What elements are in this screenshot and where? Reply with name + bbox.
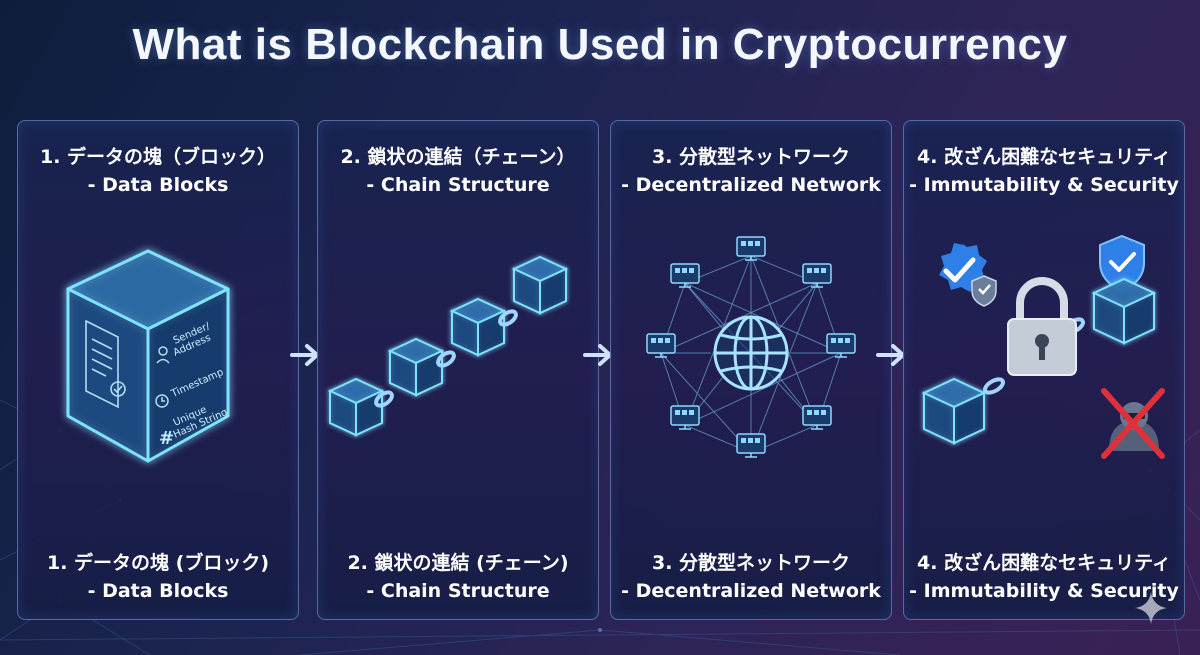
panel-caption: 1. データの塊 (ブロック) - Data Blocks (18, 549, 298, 605)
caption-english: - Decentralized Network (621, 580, 881, 602)
caption-english: - Immutability & Security (909, 580, 1179, 602)
panel-decentralized-network: 3. 分散型ネットワーク - Decentralized Network (610, 120, 892, 620)
panel-heading: 1. データの塊（ブロック） - Data Blocks (18, 143, 298, 199)
globe-icon (713, 315, 789, 391)
clock-icon (155, 394, 169, 408)
page-title: What is Blockchain Used in Cryptocurrenc… (132, 20, 1068, 69)
caption-english: - Chain Structure (366, 580, 550, 602)
chain-link-icon (374, 309, 518, 408)
chain-of-blocks (329, 256, 567, 436)
blocked-hacker-icon (1101, 388, 1165, 459)
panel-heading: 4. 改ざん困難なセキュリティ - Immutability & Securit… (904, 143, 1184, 199)
heading-japanese: 2. 鎖状の連結（チェーン） (340, 146, 576, 168)
hash-icon: # (159, 428, 174, 449)
heading-japanese: 4. 改ざん困難なセキュリティ (917, 146, 1171, 168)
heading-english: - Chain Structure (366, 174, 550, 196)
panel-caption: 2. 鎖状の連結 (チェーン) - Chain Structure (318, 549, 598, 605)
caption-english: - Data Blocks (87, 580, 229, 602)
security-illustration (923, 234, 1165, 459)
heading-japanese: 1. データの塊（ブロック） (39, 146, 277, 168)
padlock-icon (1007, 277, 1077, 376)
panel-chain-structure: 2. 鎖状の連結（チェーン） - Chain Structure 2. 鎖 (317, 120, 599, 620)
document-icon (85, 319, 126, 409)
panel-immutability-security: 4. 改ざん困難なセキュリティ - Immutability & Securit… (903, 120, 1185, 620)
network-diagram (646, 236, 856, 458)
sparkle-icon (1135, 592, 1167, 624)
caption-japanese: 3. 分散型ネットワーク (651, 552, 851, 574)
panel-heading: 3. 分散型ネットワーク - Decentralized Network (611, 143, 891, 199)
panel-data-blocks: 1. データの塊（ブロック） - Data Blocks (17, 120, 299, 620)
heading-english: - Data Blocks (87, 174, 229, 196)
verified-badge-icon (939, 241, 997, 307)
panel-caption: 3. 分散型ネットワーク - Decentralized Network (611, 549, 891, 605)
caption-japanese: 4. 改ざん困難なセキュリティ (917, 552, 1171, 574)
caption-japanese: 2. 鎖状の連結 (チェーン) (347, 552, 569, 574)
heading-english: - Immutability & Security (909, 174, 1179, 196)
heading-english: - Decentralized Network (621, 174, 881, 196)
caption-japanese: 1. データの塊 (ブロック) (46, 552, 270, 574)
panel-heading: 2. 鎖状の連結（チェーン） - Chain Structure (318, 143, 598, 199)
panel-caption: 4. 改ざん困難なセキュリティ - Immutability & Securit… (904, 549, 1184, 605)
user-icon (158, 346, 168, 356)
heading-japanese: 3. 分散型ネットワーク (651, 146, 851, 168)
data-block-cube: # Sender/ Address Timestamp Unique Hash … (66, 249, 230, 463)
